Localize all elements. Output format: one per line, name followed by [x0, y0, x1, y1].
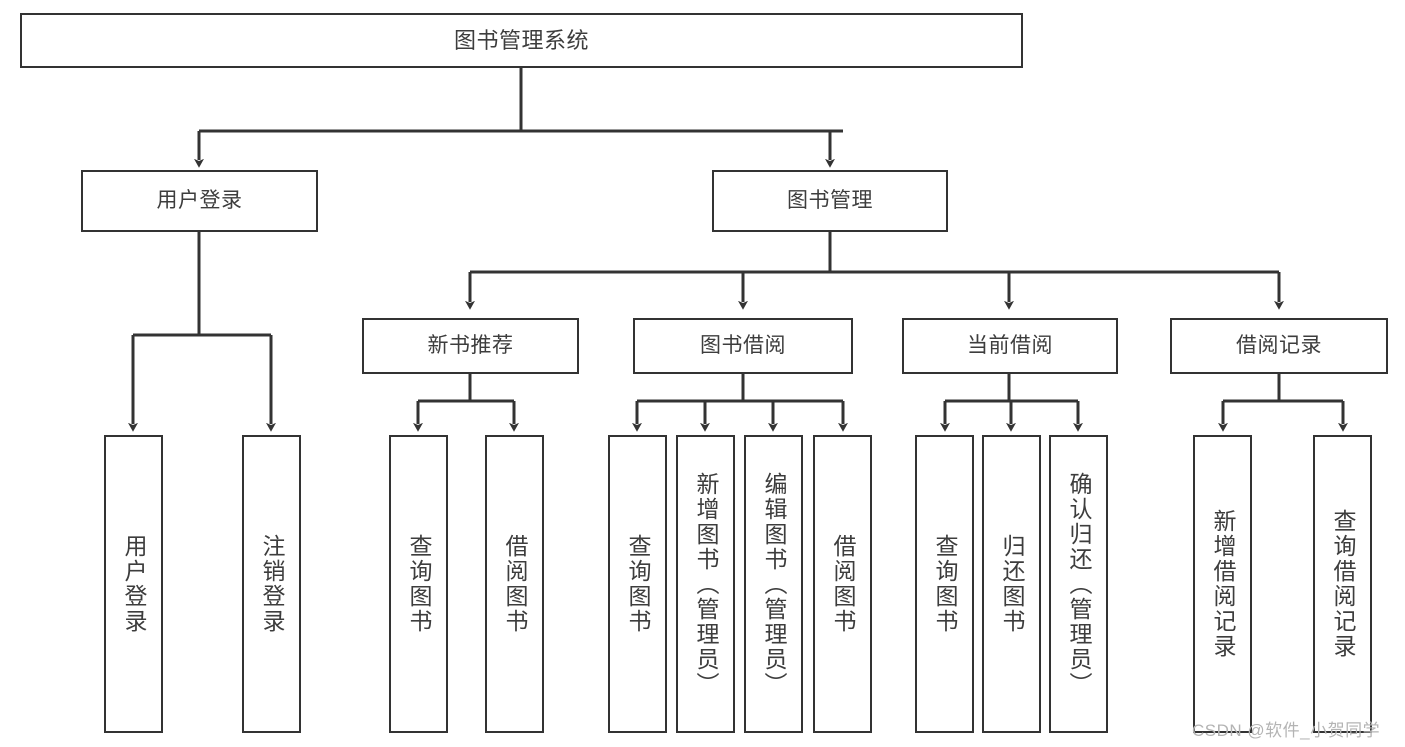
node-label: 查询图书 — [406, 534, 432, 634]
node-label: 新增图书（管理员） — [693, 471, 719, 697]
leaf-bookborrow-borrow-book[interactable]: 借阅图书 — [813, 435, 872, 733]
node-label: 查询图书 — [932, 534, 958, 634]
node-book-borrow[interactable]: 图书借阅 — [633, 318, 853, 374]
node-label: 借阅图书 — [502, 534, 528, 634]
node-label: 用户登录 — [156, 188, 243, 212]
node-label: 查询借阅记录 — [1330, 509, 1356, 659]
node-label: 编辑图书（管理员） — [761, 471, 787, 697]
leaf-logout[interactable]: 注销登录 — [242, 435, 301, 733]
node-label: 归还图书 — [999, 534, 1025, 634]
leaf-currentborrow-return-book[interactable]: 归还图书 — [982, 435, 1041, 733]
leaf-bookborrow-edit-book-admin[interactable]: 编辑图书（管理员） — [744, 435, 803, 733]
leaf-newbook-query-book[interactable]: 查询图书 — [389, 435, 448, 733]
leaf-currentborrow-query-book[interactable]: 查询图书 — [915, 435, 974, 733]
node-label: 借阅图书 — [830, 534, 856, 634]
node-root-book-management-system[interactable]: 图书管理系统 — [20, 13, 1023, 68]
node-label: 图书借阅 — [700, 333, 786, 357]
leaf-borrowrecord-query-record[interactable]: 查询借阅记录 — [1313, 435, 1372, 733]
node-new-book-recommend[interactable]: 新书推荐 — [362, 318, 579, 374]
node-label: 图书管理系统 — [453, 27, 589, 53]
node-label: 当前借阅 — [967, 333, 1053, 357]
leaf-newbook-borrow-book[interactable]: 借阅图书 — [485, 435, 544, 733]
csdn-watermark: CSDN @软件_小贺同学 — [1192, 721, 1381, 740]
node-borrow-record[interactable]: 借阅记录 — [1170, 318, 1388, 374]
node-book-management[interactable]: 图书管理 — [712, 170, 948, 232]
leaf-bookborrow-add-book-admin[interactable]: 新增图书（管理员） — [676, 435, 735, 733]
node-label: 用户登录 — [121, 534, 147, 634]
node-current-borrow[interactable]: 当前借阅 — [902, 318, 1118, 374]
node-label: 确认归还（管理员） — [1066, 471, 1092, 697]
leaf-currentborrow-confirm-return-admin[interactable]: 确认归还（管理员） — [1049, 435, 1108, 733]
leaf-borrowrecord-add-record[interactable]: 新增借阅记录 — [1193, 435, 1252, 733]
node-label: 新增借阅记录 — [1210, 509, 1236, 659]
leaf-user-login[interactable]: 用户登录 — [104, 435, 163, 733]
node-label: 新书推荐 — [427, 333, 514, 357]
node-label: 借阅记录 — [1236, 333, 1322, 357]
node-label: 注销登录 — [259, 534, 285, 634]
node-label: 图书管理 — [787, 188, 873, 212]
node-label: 查询图书 — [625, 534, 651, 634]
leaf-bookborrow-query-book[interactable]: 查询图书 — [608, 435, 667, 733]
node-user-login[interactable]: 用户登录 — [81, 170, 318, 232]
